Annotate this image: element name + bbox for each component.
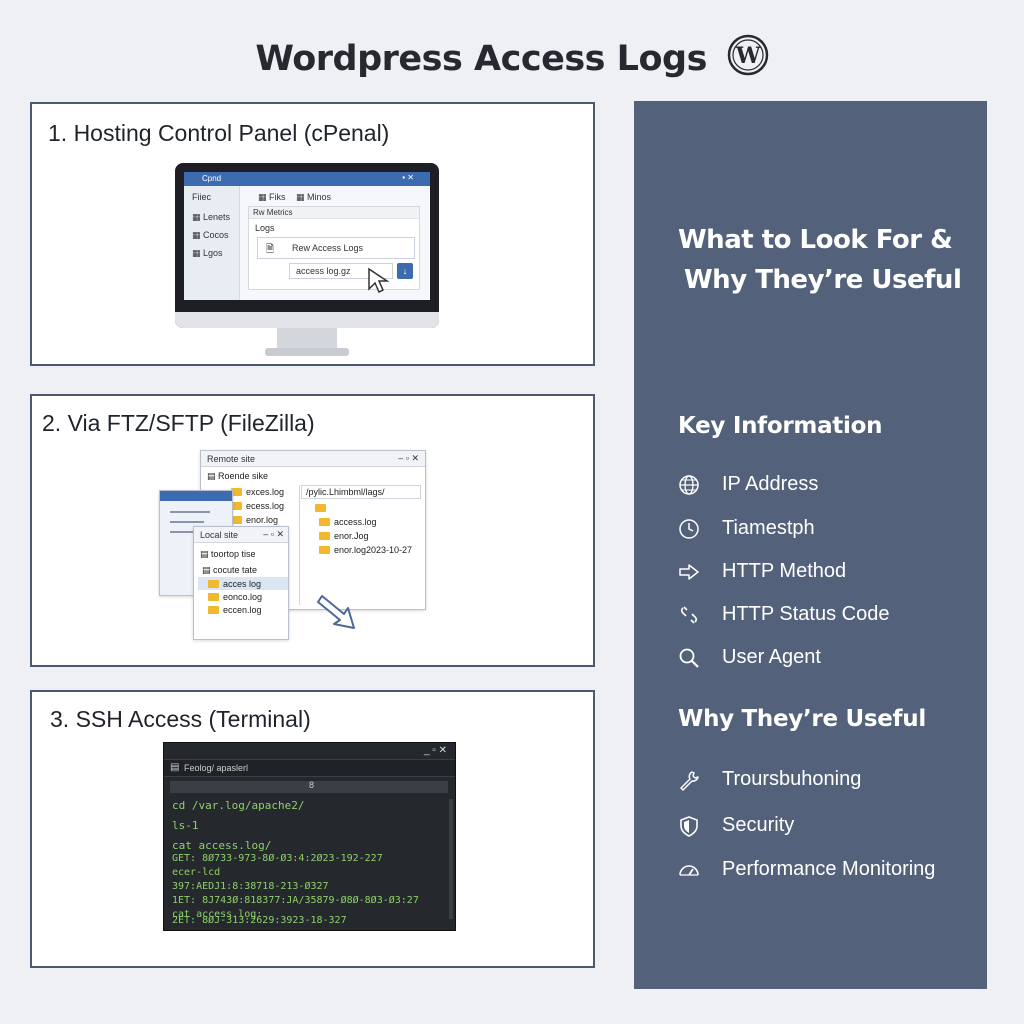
globe-icon [679,475,699,495]
cursor-icon [368,267,390,294]
sidebar-item-cocos[interactable]: ▦ Cocos [192,230,229,240]
local-site-window: Local site – ▫ ✕ ▤ toortop tise ▤ cocute… [193,526,289,640]
key-information-heading: Key Information [678,413,883,439]
sidebar-heading-line1: What to Look For & [678,225,953,255]
window-controls[interactable]: _ ▫ ✕ [423,745,447,756]
arrow-right-icon [679,564,699,580]
raw-access-logs-item[interactable]: 🗎 Rew Access Logs [257,237,415,259]
raw-access-logs-label: Rew Access Logs [292,243,364,253]
list-item[interactable]: acces log [208,579,261,589]
access-log-file-name: access log.gz [296,266,351,276]
panel-ssh: 3. SSH Access (Terminal) _ ▫ ✕ ▤ Feolog/… [30,690,595,968]
sidebar-heading-line2: Why They’re Useful [684,265,962,295]
why-useful-heading: Why They’re Useful [678,706,926,732]
terminal-line: cat access.log/ [172,839,272,852]
remote-subtitle: ▤ Roende sike [207,471,269,481]
remote-site-header: Remote site – ▫ ✕ [201,451,425,467]
terminal-line: 397:AEDJ1:8:38718-213-Ø327 [172,881,329,892]
window-controls[interactable]: ▪ ✕ [402,173,414,182]
info-sidebar: What to Look For & Why They’re Useful Ke… [634,101,987,989]
list-item[interactable]: eonco.log [208,592,262,602]
list-item[interactable]: eccen.log [208,605,262,615]
toolbar-files[interactable]: ▦ Fiks [258,192,286,202]
terminal-line: ecer-lcd [172,867,221,878]
raw-metrics-header: Rw Metrics [249,207,419,219]
terminal-line: 2ET: 8ØJ-313:2629:3923-18-327 [172,915,347,926]
toolbar-minos[interactable]: ▦ Minos [296,192,332,202]
clock-icon [679,519,699,539]
monitor-foot [265,348,349,356]
line-placeholder [170,531,214,533]
panel-ssh-title: 3. SSH Access (Terminal) [50,706,311,732]
window-controls[interactable]: – ▫ ✕ [398,453,419,463]
cpanel-sidebar-header: Fiiec [192,192,212,202]
terminal-line: 1ET: 8J743Ø:818377:JA/35879-Ø8Ø-8Ø3-Ø3:2… [172,895,419,906]
logs-label: Logs [255,223,275,233]
panel-cpanel-title: 1. Hosting Control Panel (cPenal) [48,120,390,146]
svg-text:W: W [735,43,761,69]
terminal-line: GET: 8Ø733-973-8Ø-Ø3:4:2Ø23-192-227 [172,853,383,864]
list-item[interactable]: exces.log [231,487,284,497]
wrench-icon [680,771,699,791]
sidebar-item-lenets[interactable]: ▦ Lenets [192,212,231,222]
local-subtitle: ▤ toortop tise [200,549,256,559]
page-title-text: Wordpress Access Logs [255,39,707,79]
page-title: Wordpress Access Logs W [0,34,1024,79]
list-item[interactable]: access.log [319,517,377,527]
panel-cpanel: 1. Hosting Control Panel (cPenal) Cpnd ▪… [30,102,595,366]
line-placeholder [170,521,204,523]
background-window-titlebar [160,491,232,501]
local-path: ▤ cocute tate [202,565,258,575]
file-icon: 🗎 [266,244,275,255]
remote-path-field[interactable]: /pylic.Lhimbml/lags/ [301,485,421,499]
monitor-stand [277,328,337,350]
list-item[interactable]: enor.log2023-10-27 [319,545,412,555]
folder-icon [315,503,330,513]
terminal-title: Feolog/ apaslerl [184,763,249,773]
monitor-chin [175,312,439,328]
gauge-icon [679,865,699,876]
cpanel-screen: Cpnd ▪ ✕ Fiiec ▦ Lenets ▦ Cocos ▦ Lgos ▦… [184,172,430,300]
terminal-line: cd /var.log/apache2/ [172,799,305,812]
terminal-icon: ▤ [170,762,180,773]
scrollbar[interactable] [449,799,453,919]
terminal-line: ls-1 [172,819,199,832]
list-item[interactable]: enor.log [231,515,278,525]
cpanel-sidebar: Fiiec ▦ Lenets ▦ Cocos ▦ Lgos [184,186,240,300]
terminal-line: cat access.log: [172,909,263,920]
raw-metrics-card: Rw Metrics Logs 🗎 Rew Access Logs access… [248,206,420,294]
download-button[interactable]: ↓ [397,263,413,279]
window-controls[interactable]: – ▫ ✕ [263,529,284,539]
sidebar-item-lgos[interactable]: ▦ Lgos [192,248,223,258]
shield-icon [680,816,698,837]
list-item[interactable]: ecess.log [231,501,284,511]
cpanel-titlebar: Cpnd ▪ ✕ [184,172,430,186]
search-icon [679,648,699,668]
terminal-tab[interactable]: 8 [170,780,448,793]
wordpress-logo-icon: W [727,34,768,76]
monitor: Cpnd ▪ ✕ Fiiec ▦ Lenets ▦ Cocos ▦ Lgos ▦… [175,163,439,328]
tab-marker: 8 [309,780,315,790]
terminal-titlebar: ▤ Feolog/ apaslerl [164,759,455,777]
terminal-window: _ ▫ ✕ ▤ Feolog/ apaslerl 8 cd /var.log/a… [163,742,456,931]
line-placeholder [170,511,210,513]
divider [299,485,300,605]
access-log-file[interactable]: access log.gz [289,263,393,279]
list-item-selected[interactable] [198,577,288,590]
cpanel-app-title: Cpnd [202,174,222,183]
panel-ftp-title: 2. Via FTZ/SFTP (FileZilla) [42,410,315,436]
panel-ftp: 2. Via FTZ/SFTP (FileZilla) Remote site … [30,394,595,667]
list-item[interactable]: enor.Jog [319,531,369,541]
local-site-header: Local site – ▫ ✕ [194,527,288,543]
transfer-arrow-icon [317,595,355,629]
link-icon [680,606,698,624]
